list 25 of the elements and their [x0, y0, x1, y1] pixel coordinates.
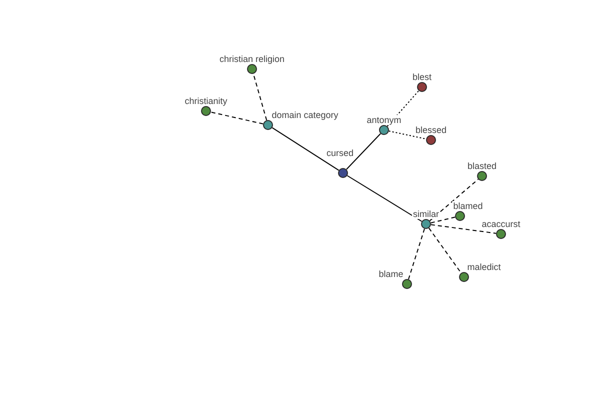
dashed-connector: [210, 112, 264, 124]
dashed-connector: [408, 228, 425, 280]
dotted-connector: [386, 90, 420, 127]
node-label: maledict: [466, 262, 502, 272]
node-label: blasted: [466, 161, 498, 171]
node-label: blamed: [452, 201, 484, 211]
node-label: blame: [378, 269, 404, 279]
connector-line: [346, 175, 422, 222]
node-label: christianity: [184, 96, 228, 106]
connector-line: [272, 127, 340, 171]
connector-line: [346, 133, 382, 170]
node-label: blest: [412, 72, 432, 82]
dashed-connector: [252, 73, 268, 121]
node-label: christian religion: [218, 54, 286, 64]
node-label: similar: [412, 209, 440, 219]
dotted-connector: [388, 130, 427, 140]
node-label: blessed: [414, 125, 448, 135]
dashed-connector: [430, 224, 497, 234]
node-label: antonym: [366, 115, 402, 125]
dashed-connector: [430, 216, 456, 224]
node-label: cursed: [326, 148, 354, 158]
node-label: acaccurst: [480, 219, 522, 229]
dashed-connector: [428, 228, 462, 274]
dashed-connector: [429, 178, 479, 222]
node-label: domain category: [270, 110, 340, 120]
